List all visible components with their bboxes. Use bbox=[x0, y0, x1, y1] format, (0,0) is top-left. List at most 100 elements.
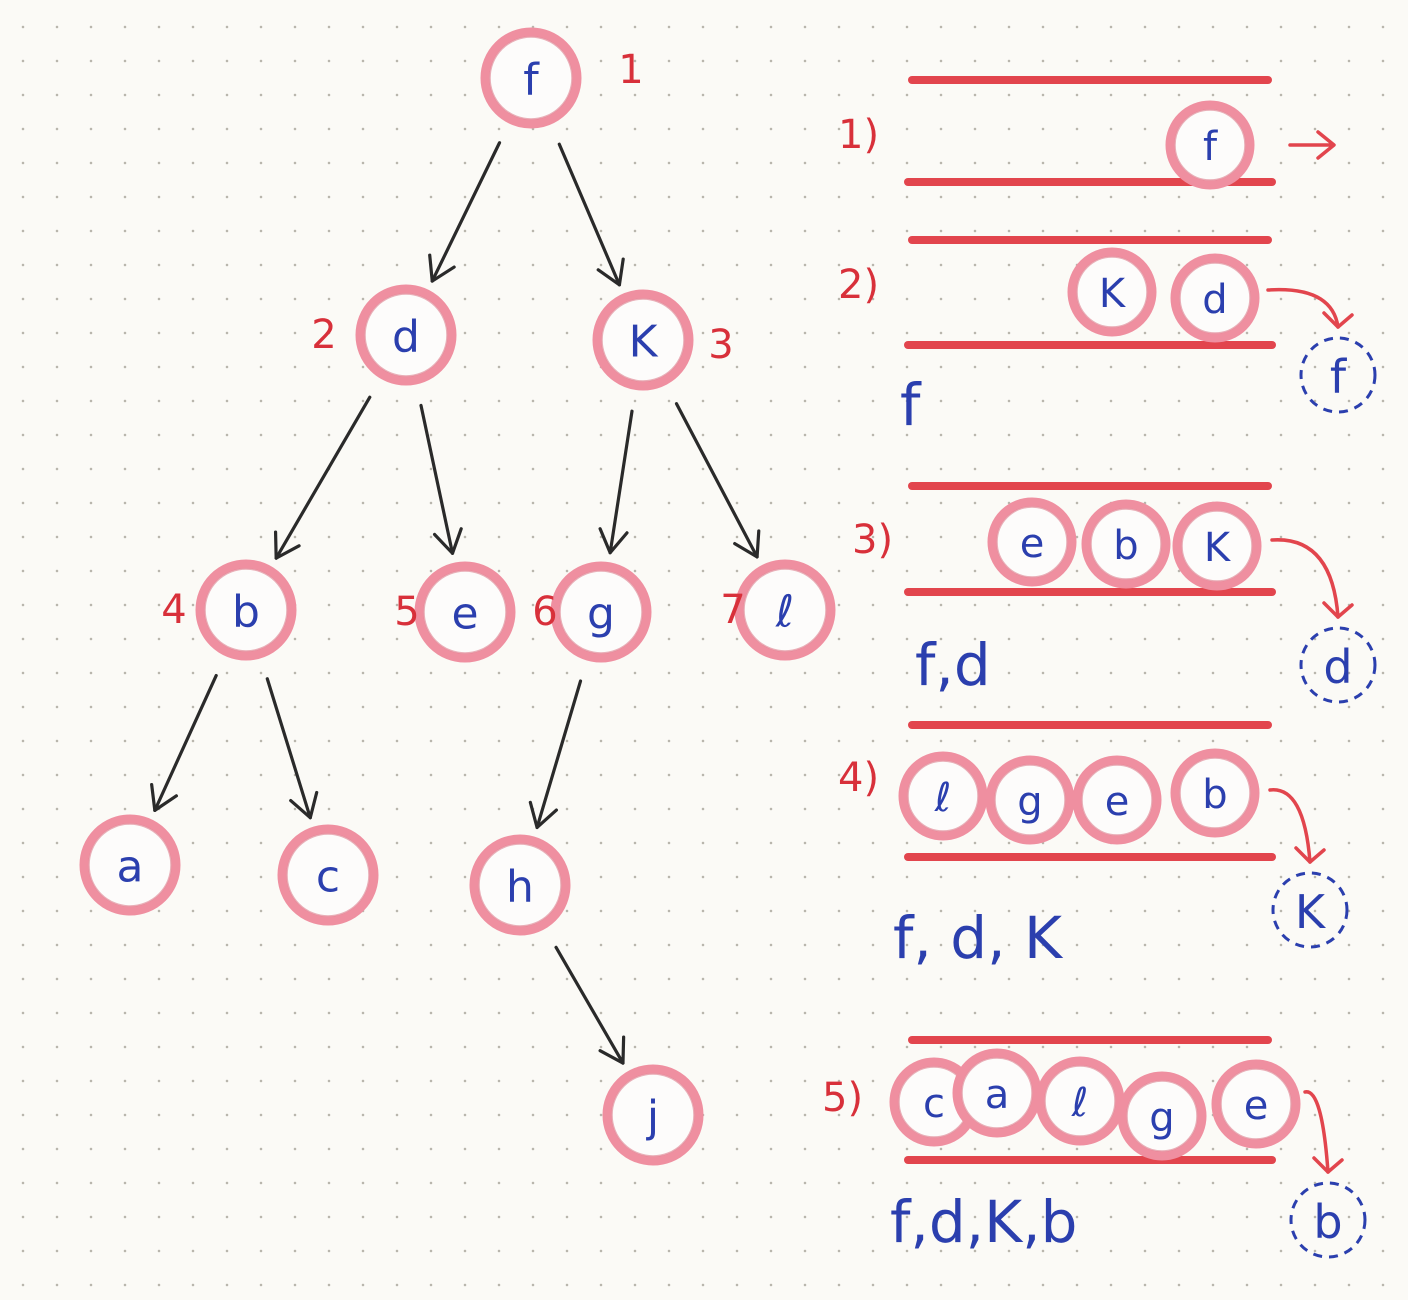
arrowhead-icon bbox=[598, 527, 629, 555]
queue-item: b bbox=[1081, 499, 1171, 589]
edge-f-k bbox=[557, 142, 625, 287]
node-circle bbox=[277, 824, 379, 926]
dequeued-node: b bbox=[1289, 1181, 1367, 1259]
dequeue-arrow-icon bbox=[1288, 130, 1336, 160]
arrowhead-icon bbox=[428, 253, 456, 283]
node-label: g bbox=[587, 589, 615, 640]
queue-item-label: b bbox=[1202, 772, 1227, 818]
visit-order-number: 2 bbox=[311, 312, 336, 358]
tree-node-a: a bbox=[79, 814, 181, 916]
tree-node-e: e5 bbox=[394, 561, 516, 663]
queue-item: ℓ bbox=[898, 751, 988, 841]
queue-step-1: 1) f bbox=[838, 76, 1336, 190]
edge-f-d bbox=[428, 141, 502, 283]
step-label: 1) bbox=[838, 112, 879, 158]
dequeued-label: b bbox=[1313, 1195, 1342, 1249]
arrowhead-icon bbox=[596, 257, 625, 287]
node-circle bbox=[592, 289, 694, 391]
tree-node-j: j bbox=[602, 1064, 704, 1166]
node-circle bbox=[602, 1064, 704, 1166]
queue-item-label: g bbox=[1017, 779, 1042, 825]
queue-item: a bbox=[952, 1048, 1042, 1138]
queue-item-label: ℓ bbox=[934, 775, 952, 821]
visited-list: f,d,K,b bbox=[890, 1188, 1077, 1256]
arrowhead-icon bbox=[289, 790, 319, 820]
arrowhead-icon bbox=[432, 527, 463, 555]
arrowhead-icon bbox=[733, 529, 761, 559]
node-circle bbox=[734, 559, 836, 661]
node-circle bbox=[79, 814, 181, 916]
node-circle bbox=[355, 284, 457, 386]
visit-order-number: 3 bbox=[708, 322, 733, 368]
queue-item-label: g bbox=[1149, 1095, 1174, 1141]
node-circle bbox=[550, 561, 652, 663]
queue-item-label: ℓ bbox=[1071, 1080, 1089, 1126]
node-label: d bbox=[392, 312, 420, 363]
queue-item: g bbox=[1117, 1071, 1207, 1161]
edge-d-e bbox=[419, 403, 463, 555]
dequeued-node: d bbox=[1299, 626, 1377, 704]
arrowhead-icon bbox=[528, 800, 559, 830]
dequeued-label: K bbox=[1295, 885, 1327, 939]
visit-order-number: 5 bbox=[394, 589, 419, 635]
queue-item: K bbox=[1172, 501, 1262, 591]
queue-item-label: f bbox=[1203, 124, 1218, 170]
edge-b-a bbox=[150, 673, 218, 812]
arrowhead-icon bbox=[273, 530, 301, 560]
arrowhead-icon bbox=[598, 1035, 626, 1065]
edge-d-b bbox=[273, 395, 372, 560]
queue-item: e bbox=[987, 497, 1077, 587]
dequeue-arrow-icon bbox=[1268, 788, 1312, 864]
visited-list: f, d, K bbox=[893, 904, 1064, 972]
tree-node-h: h bbox=[469, 834, 571, 936]
visit-order-number: 7 bbox=[720, 587, 745, 633]
dequeue-arrow-icon bbox=[1270, 538, 1340, 619]
queue-item-label: c bbox=[923, 1081, 945, 1127]
tree-edges bbox=[150, 141, 761, 1065]
step-label: 5) bbox=[822, 1075, 863, 1121]
queue-item-label: b bbox=[1113, 523, 1138, 569]
visit-order-number: 6 bbox=[532, 589, 557, 635]
node-label: b bbox=[232, 587, 260, 638]
node-circle bbox=[195, 559, 297, 661]
visit-order-number: 4 bbox=[161, 587, 186, 633]
edge-h-j bbox=[554, 945, 626, 1065]
tree-node-g: g6 bbox=[532, 561, 652, 663]
step-label: 2) bbox=[838, 262, 879, 308]
visited-list: f,d bbox=[915, 631, 991, 699]
queue-item-label: K bbox=[1099, 271, 1127, 317]
queue-item: g bbox=[985, 755, 1075, 845]
queue-item-label: a bbox=[985, 1072, 1010, 1118]
node-label: f bbox=[523, 55, 540, 106]
tree-node-d: d2 bbox=[311, 284, 457, 386]
dequeued-node: K bbox=[1271, 871, 1349, 949]
step-label: 4) bbox=[838, 755, 879, 801]
queue-item: ℓ bbox=[1035, 1056, 1125, 1146]
node-label: e bbox=[451, 589, 478, 640]
queue-item: b bbox=[1170, 748, 1260, 838]
queue-item-label: e bbox=[1244, 1083, 1269, 1129]
node-circle bbox=[480, 27, 582, 129]
queue-item-label: d bbox=[1202, 277, 1227, 323]
queue-item: e bbox=[1072, 755, 1162, 845]
dequeued-label: f bbox=[1330, 350, 1348, 404]
queue-item: K bbox=[1067, 247, 1157, 337]
edge-b-c bbox=[265, 677, 319, 820]
queue-item: d bbox=[1170, 253, 1260, 343]
visited-list: f bbox=[900, 371, 922, 439]
node-circle bbox=[414, 561, 516, 663]
node-label: a bbox=[117, 842, 144, 893]
node-label: h bbox=[506, 862, 534, 913]
node-circle bbox=[469, 834, 571, 936]
queue-item: e bbox=[1211, 1059, 1301, 1149]
edge-g-h bbox=[528, 679, 583, 830]
